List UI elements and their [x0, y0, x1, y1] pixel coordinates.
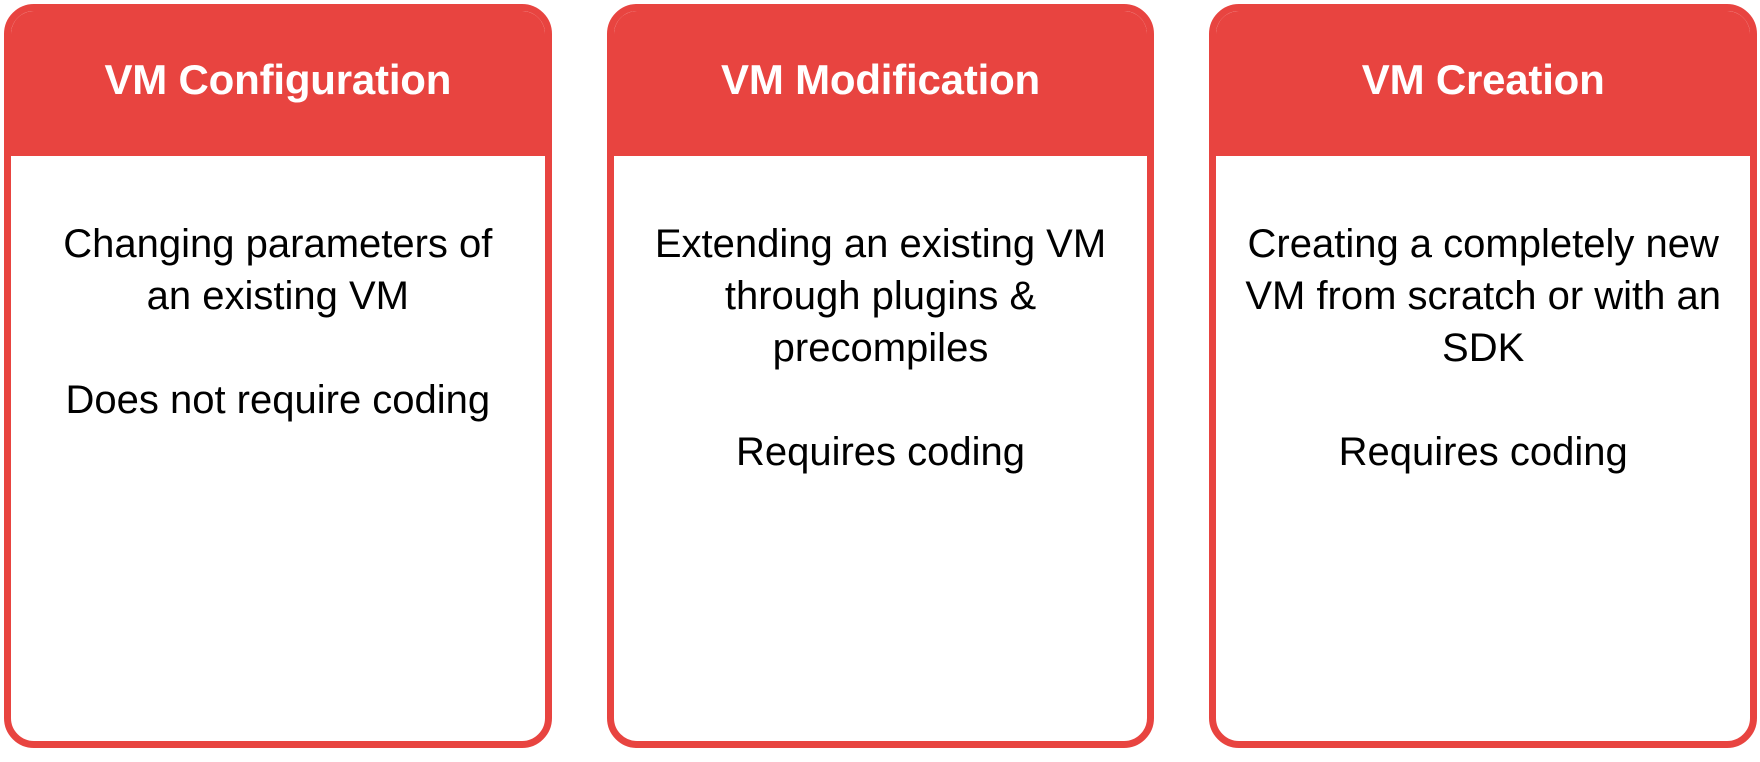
card-vm-modification: VM Modification Extending an existing VM…	[606, 4, 1155, 748]
card-body-vm-configuration: Changing parameters of an existing VM Do…	[11, 156, 545, 741]
card-vm-creation: VM Creation Creating a completely new VM…	[1209, 4, 1758, 748]
card-title: VM Creation	[1361, 55, 1605, 103]
card-paragraph-primary: Creating a completely new VM from scratc…	[1245, 222, 1722, 370]
card-header-vm-modification: VM Modification	[613, 11, 1148, 156]
card-vm-configuration: VM Configuration Changing parameters of …	[4, 4, 552, 748]
card-body-vm-creation: Creating a completely new VM from scratc…	[1216, 156, 1750, 741]
card-paragraph-secondary: Requires coding	[1338, 430, 1628, 474]
card-header-vm-creation: VM Creation	[1216, 11, 1751, 156]
card-paragraph-secondary: Does not require coding	[65, 378, 491, 422]
card-body-vm-modification: Extending an existing VM through plugins…	[614, 156, 1148, 741]
card-paragraph-secondary: Requires coding	[735, 430, 1026, 474]
card-title: VM Modification	[721, 55, 1040, 103]
card-paragraph-primary: Extending an existing VM through plugins…	[654, 222, 1107, 370]
card-paragraph-primary: Changing parameters of an existing VM	[63, 222, 493, 318]
card-header-vm-configuration: VM Configuration	[10, 11, 545, 156]
card-title: VM Configuration	[104, 55, 452, 103]
